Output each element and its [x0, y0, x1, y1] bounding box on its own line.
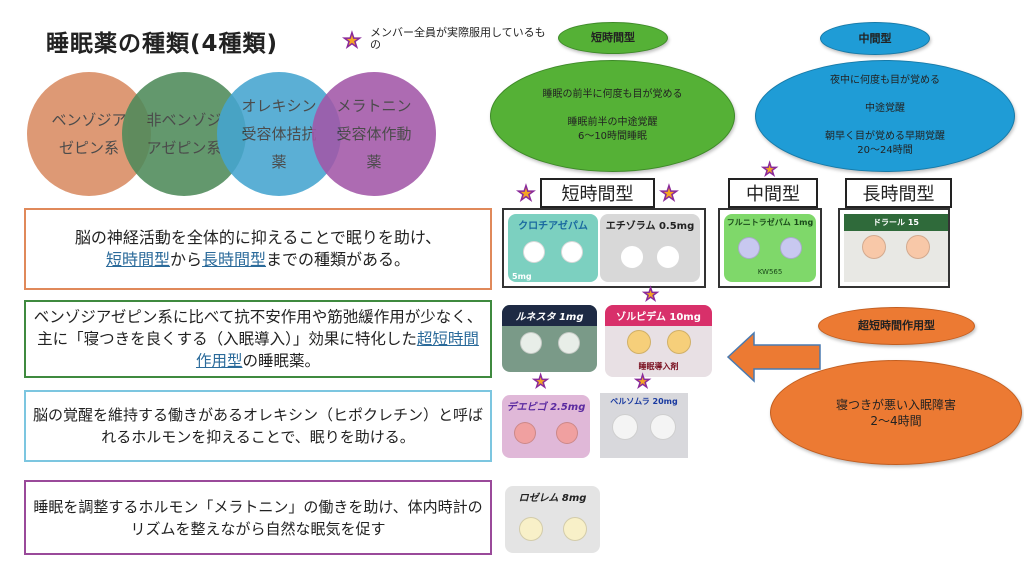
- drug-dose: 20mg: [652, 397, 678, 406]
- desc-text: 脳の神経活動を全体的に抑えることで眠りを助け、: [74, 228, 442, 247]
- ultra-line: 寝つきが悪い入眠障害: [835, 397, 956, 412]
- link-short[interactable]: 短時間型: [105, 250, 170, 269]
- drug-dose: 10mg: [669, 312, 701, 323]
- mid-type-title: 中間型: [820, 22, 930, 55]
- star-icon: ★: [642, 285, 659, 305]
- star-icon: ★: [532, 372, 549, 392]
- mid-line: 夜中に何度も目が覚める: [830, 75, 940, 86]
- desc-text: ベンゾジアゼピン系に比べて抗不安作用や筋弛緩作用が少なく、主に「寝つきを良くする…: [33, 308, 483, 348]
- legend-text: メンバー全員が実際服用しているもの: [370, 26, 546, 51]
- pill-zolpidem: ゾルピデム 10mg 睡眠導入剤: [605, 305, 712, 377]
- drug-name: エチゾラム: [605, 221, 656, 232]
- link-ultra-short[interactable]: 超短時間作用型: [195, 330, 479, 370]
- star-icon: ★: [516, 181, 535, 205]
- description-benzodiazepine: 脳の神経活動を全体的に抑えることで眠りを助け、 短時間型から長時間型までの種類が…: [24, 208, 492, 290]
- pill-rozerem: ロゼレム 8mg: [505, 486, 600, 553]
- mid-line: 朝早く目が覚める早期覚醒: [825, 131, 945, 142]
- description-orexin: 脳の覚醒を維持する働きがあるオレキシン（ヒポクレチン）と呼ばれるホルモンを抑える…: [24, 390, 492, 462]
- page-title: 睡眠薬の種類(4種類): [46, 31, 279, 57]
- drug-name: フルニトラゼパム: [726, 218, 791, 227]
- drug-dose: 8mg: [561, 493, 587, 504]
- category-melatonin: メラトニン受容体作動薬: [312, 72, 436, 196]
- mid-line: 中途覚醒: [865, 103, 905, 114]
- short-type-title: 短時間型: [558, 22, 668, 54]
- star-icon: ★: [659, 181, 678, 205]
- ultra-line: 2〜4時間: [870, 413, 922, 428]
- drug-dose: 1mg: [793, 218, 814, 227]
- short-line: 6〜10時間睡眠: [577, 131, 648, 142]
- desc-text: から: [169, 250, 202, 269]
- short-line: 睡眠前半の中途覚醒: [567, 117, 658, 128]
- drug-name: ルネスタ: [515, 312, 556, 323]
- mid-type-description: 夜中に何度も目が覚める 中途覚醒 朝早く目が覚める早期覚醒 20〜24時間: [755, 60, 1015, 172]
- drug-dose: 15: [907, 218, 919, 227]
- ultra-short-type-title: 超短時間作用型: [818, 307, 975, 345]
- desc-text: の睡眠薬。: [242, 352, 321, 370]
- pill-belsomra: ベルソムラ 20mg: [600, 393, 688, 458]
- short-type-description: 睡眠の前半に何度も目が覚める 睡眠前半の中途覚醒 6〜10時間睡眠: [490, 60, 735, 172]
- drug-dose: 0.5mg: [658, 221, 695, 232]
- pill-frame-short: [502, 208, 706, 288]
- drug-name: クロチアゼパム: [518, 221, 588, 232]
- star-icon: ★: [634, 372, 651, 392]
- mid-line: 20〜24時間: [857, 145, 913, 156]
- drug-dose: 1mg: [558, 312, 584, 323]
- drug-name: ゾルピデム: [616, 312, 666, 323]
- pill-dayvigo: デエビゴ 2.5mg: [502, 395, 590, 458]
- drug-name: ベルソムラ: [610, 397, 650, 406]
- drug-dose: 2.5mg: [550, 402, 586, 413]
- star-icon: ★: [342, 28, 361, 52]
- short-line: 睡眠の前半に何度も目が覚める: [542, 89, 683, 100]
- label-short: 短時間型: [540, 178, 655, 208]
- pill-doral: ドラール 15: [844, 214, 948, 282]
- drug-dose: 5mg: [512, 272, 532, 281]
- drug-name: デエビゴ: [506, 402, 547, 413]
- link-long[interactable]: 長時間型: [202, 250, 267, 269]
- drug-name: ロゼレム: [518, 493, 559, 504]
- star-icon: ★: [761, 160, 778, 180]
- category-orexin: オレキシン受容体拮抗薬: [217, 72, 341, 196]
- description-melatonin: 睡眠を調整するホルモン「メラトニン」の働きを助け、体内時計のリズムを整えながら自…: [24, 480, 492, 555]
- desc-text: までの種類がある。: [266, 250, 411, 269]
- drug-note: 睡眠導入剤: [638, 362, 679, 371]
- description-non-benzodiazepine: ベンゾジアゼピン系に比べて抗不安作用や筋弛緩作用が少なく、主に「寝つきを良くする…: [24, 300, 492, 378]
- label-long: 長時間型: [845, 178, 952, 208]
- drug-code: KW565: [757, 268, 783, 276]
- pill-clotiazepam: クロチアゼパム 5mg: [508, 214, 598, 282]
- pill-etizolam: エチゾラム 0.5mg: [600, 214, 700, 282]
- label-mid: 中間型: [728, 178, 818, 208]
- arrow-left-icon: [726, 331, 821, 383]
- pill-flunitrazepam: フルニトラゼパム 1mg KW565: [724, 214, 816, 282]
- drug-name: ドラール: [873, 218, 906, 227]
- pill-frame-long: [838, 208, 950, 288]
- ultra-short-type-description: 寝つきが悪い入眠障害 2〜4時間: [770, 360, 1022, 465]
- pill-lunesta: ルネスタ 1mg: [502, 305, 597, 372]
- pill-frame-mid: [718, 208, 822, 288]
